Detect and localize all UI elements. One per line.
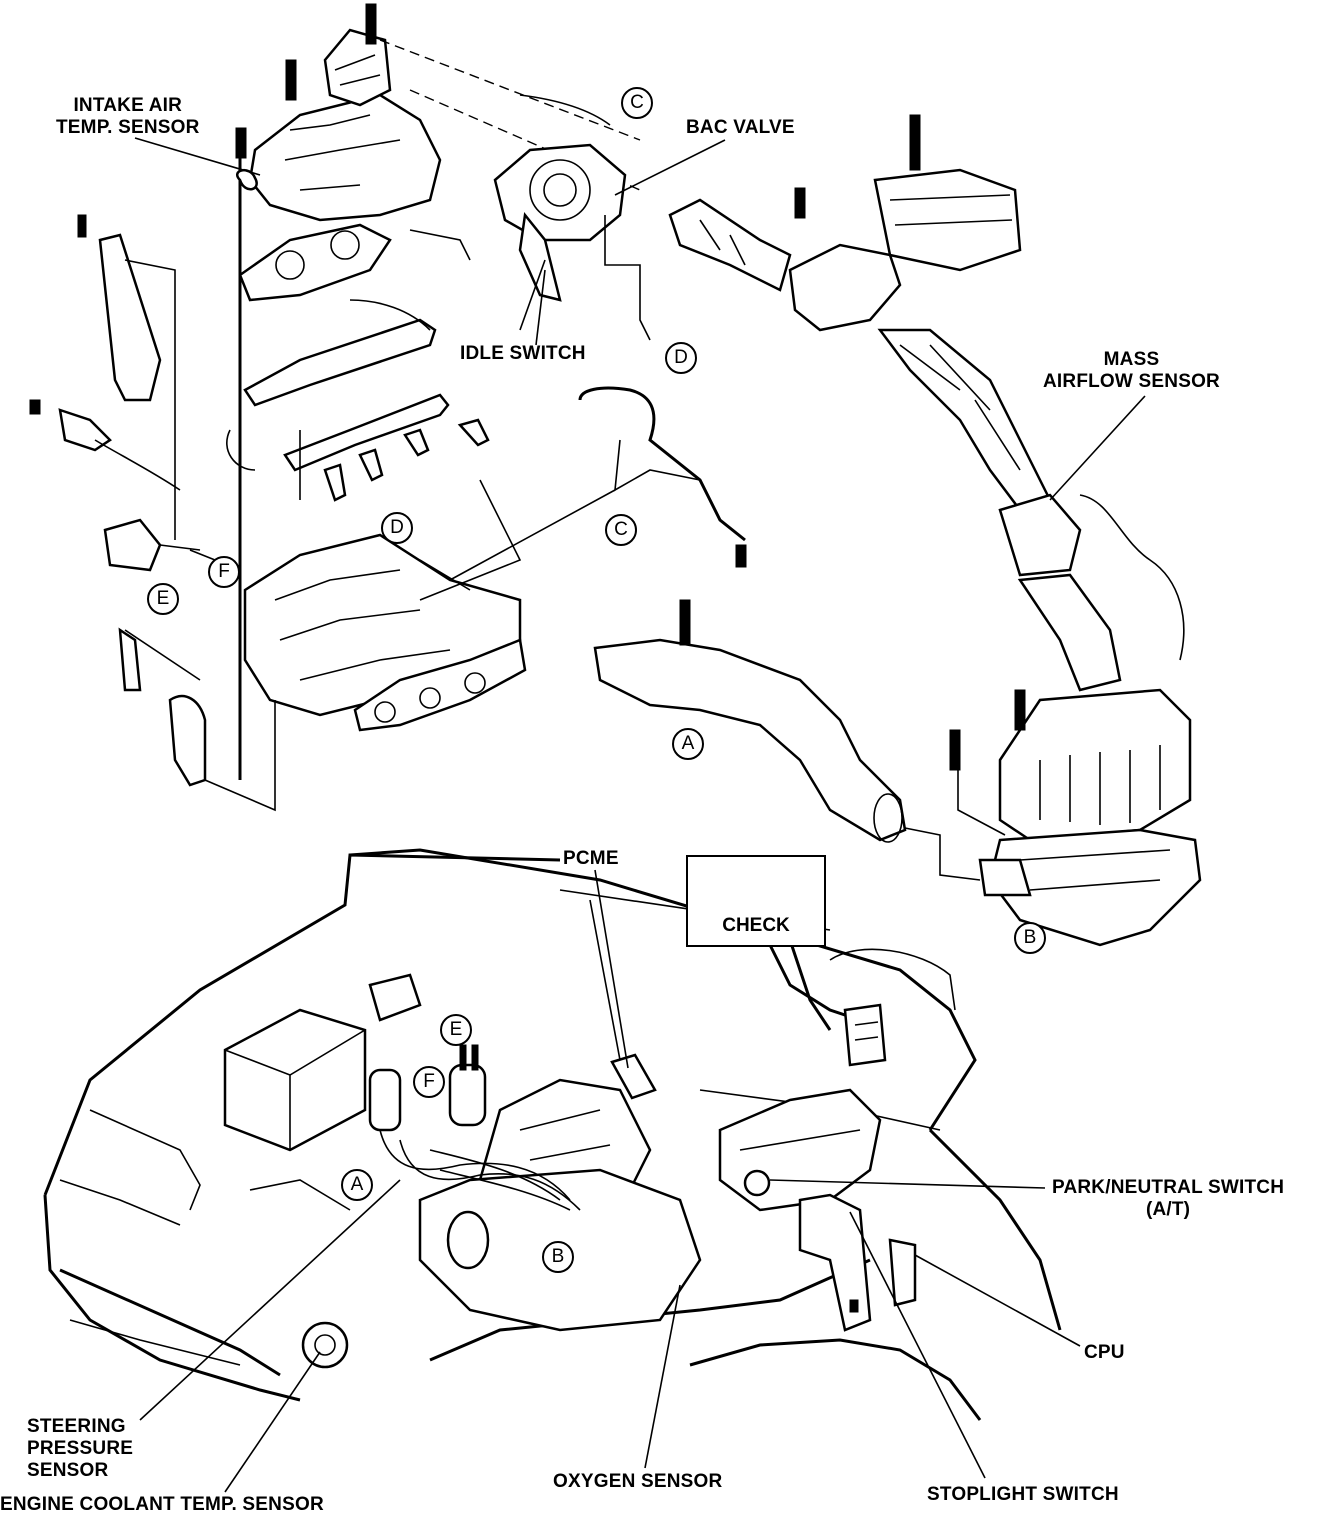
park-neutral-switch-label: PARK/NEUTRAL SWITCH (A/T) [1052,1177,1285,1220]
engine-bay-components-drawing [223,944,917,1369]
air-duct-drawing [668,114,1185,692]
bac-valve-label: BAC VALVE [686,117,795,138]
mass-airflow-sensor-label: MASS AIRFLOW SENSOR [1043,349,1220,392]
callout-f-bay: F [413,1066,445,1098]
stoplight-switch-label: STOPLIGHT SWITCH [927,1484,1119,1505]
resonator-duct-drawing [593,599,981,881]
check-engine-lamp: CHECK [686,855,826,947]
intake-plenum-drawing [235,3,641,780]
check-lamp-label: CHECK [722,915,790,936]
callout-b-bay: B [542,1241,574,1273]
callout-e-mid: E [147,583,179,615]
fuel-rail-drawing [226,299,490,502]
callout-d-top: D [665,342,697,374]
callout-d-mid: D [381,512,413,544]
steering-pressure-sensor-label: STEERING PRESSURE SENSOR [27,1416,134,1481]
callout-b-top: B [1014,922,1046,954]
vacuum-hose-drawing [449,386,747,581]
intake-manifold-drawing [243,479,527,732]
gasket-drawing [238,223,471,302]
idle-switch-label: IDLE SWITCH [460,343,586,364]
callout-e-bay: E [440,1014,472,1046]
engine-coolant-temp-sensor-label: ENGINE COOLANT TEMP. SENSOR [0,1494,324,1515]
pcme-label: PCME [563,848,619,869]
oxygen-sensor-label: OXYGEN SENSOR [553,1471,723,1492]
callout-c-mid: C [605,514,637,546]
brackets-drawing [29,214,276,812]
callout-a-bay: A [341,1169,373,1201]
cpu-label: CPU [1084,1342,1125,1363]
throttle-body-drawing [493,94,651,341]
callout-f-mid: F [208,556,240,588]
callout-c-top: C [621,87,653,119]
intake-air-temp-sensor-label: INTAKE AIR TEMP. SENSOR [56,95,200,138]
callout-a-top: A [672,728,704,760]
air-cleaner-drawing [949,688,1202,947]
leader-lines [134,137,1146,1493]
